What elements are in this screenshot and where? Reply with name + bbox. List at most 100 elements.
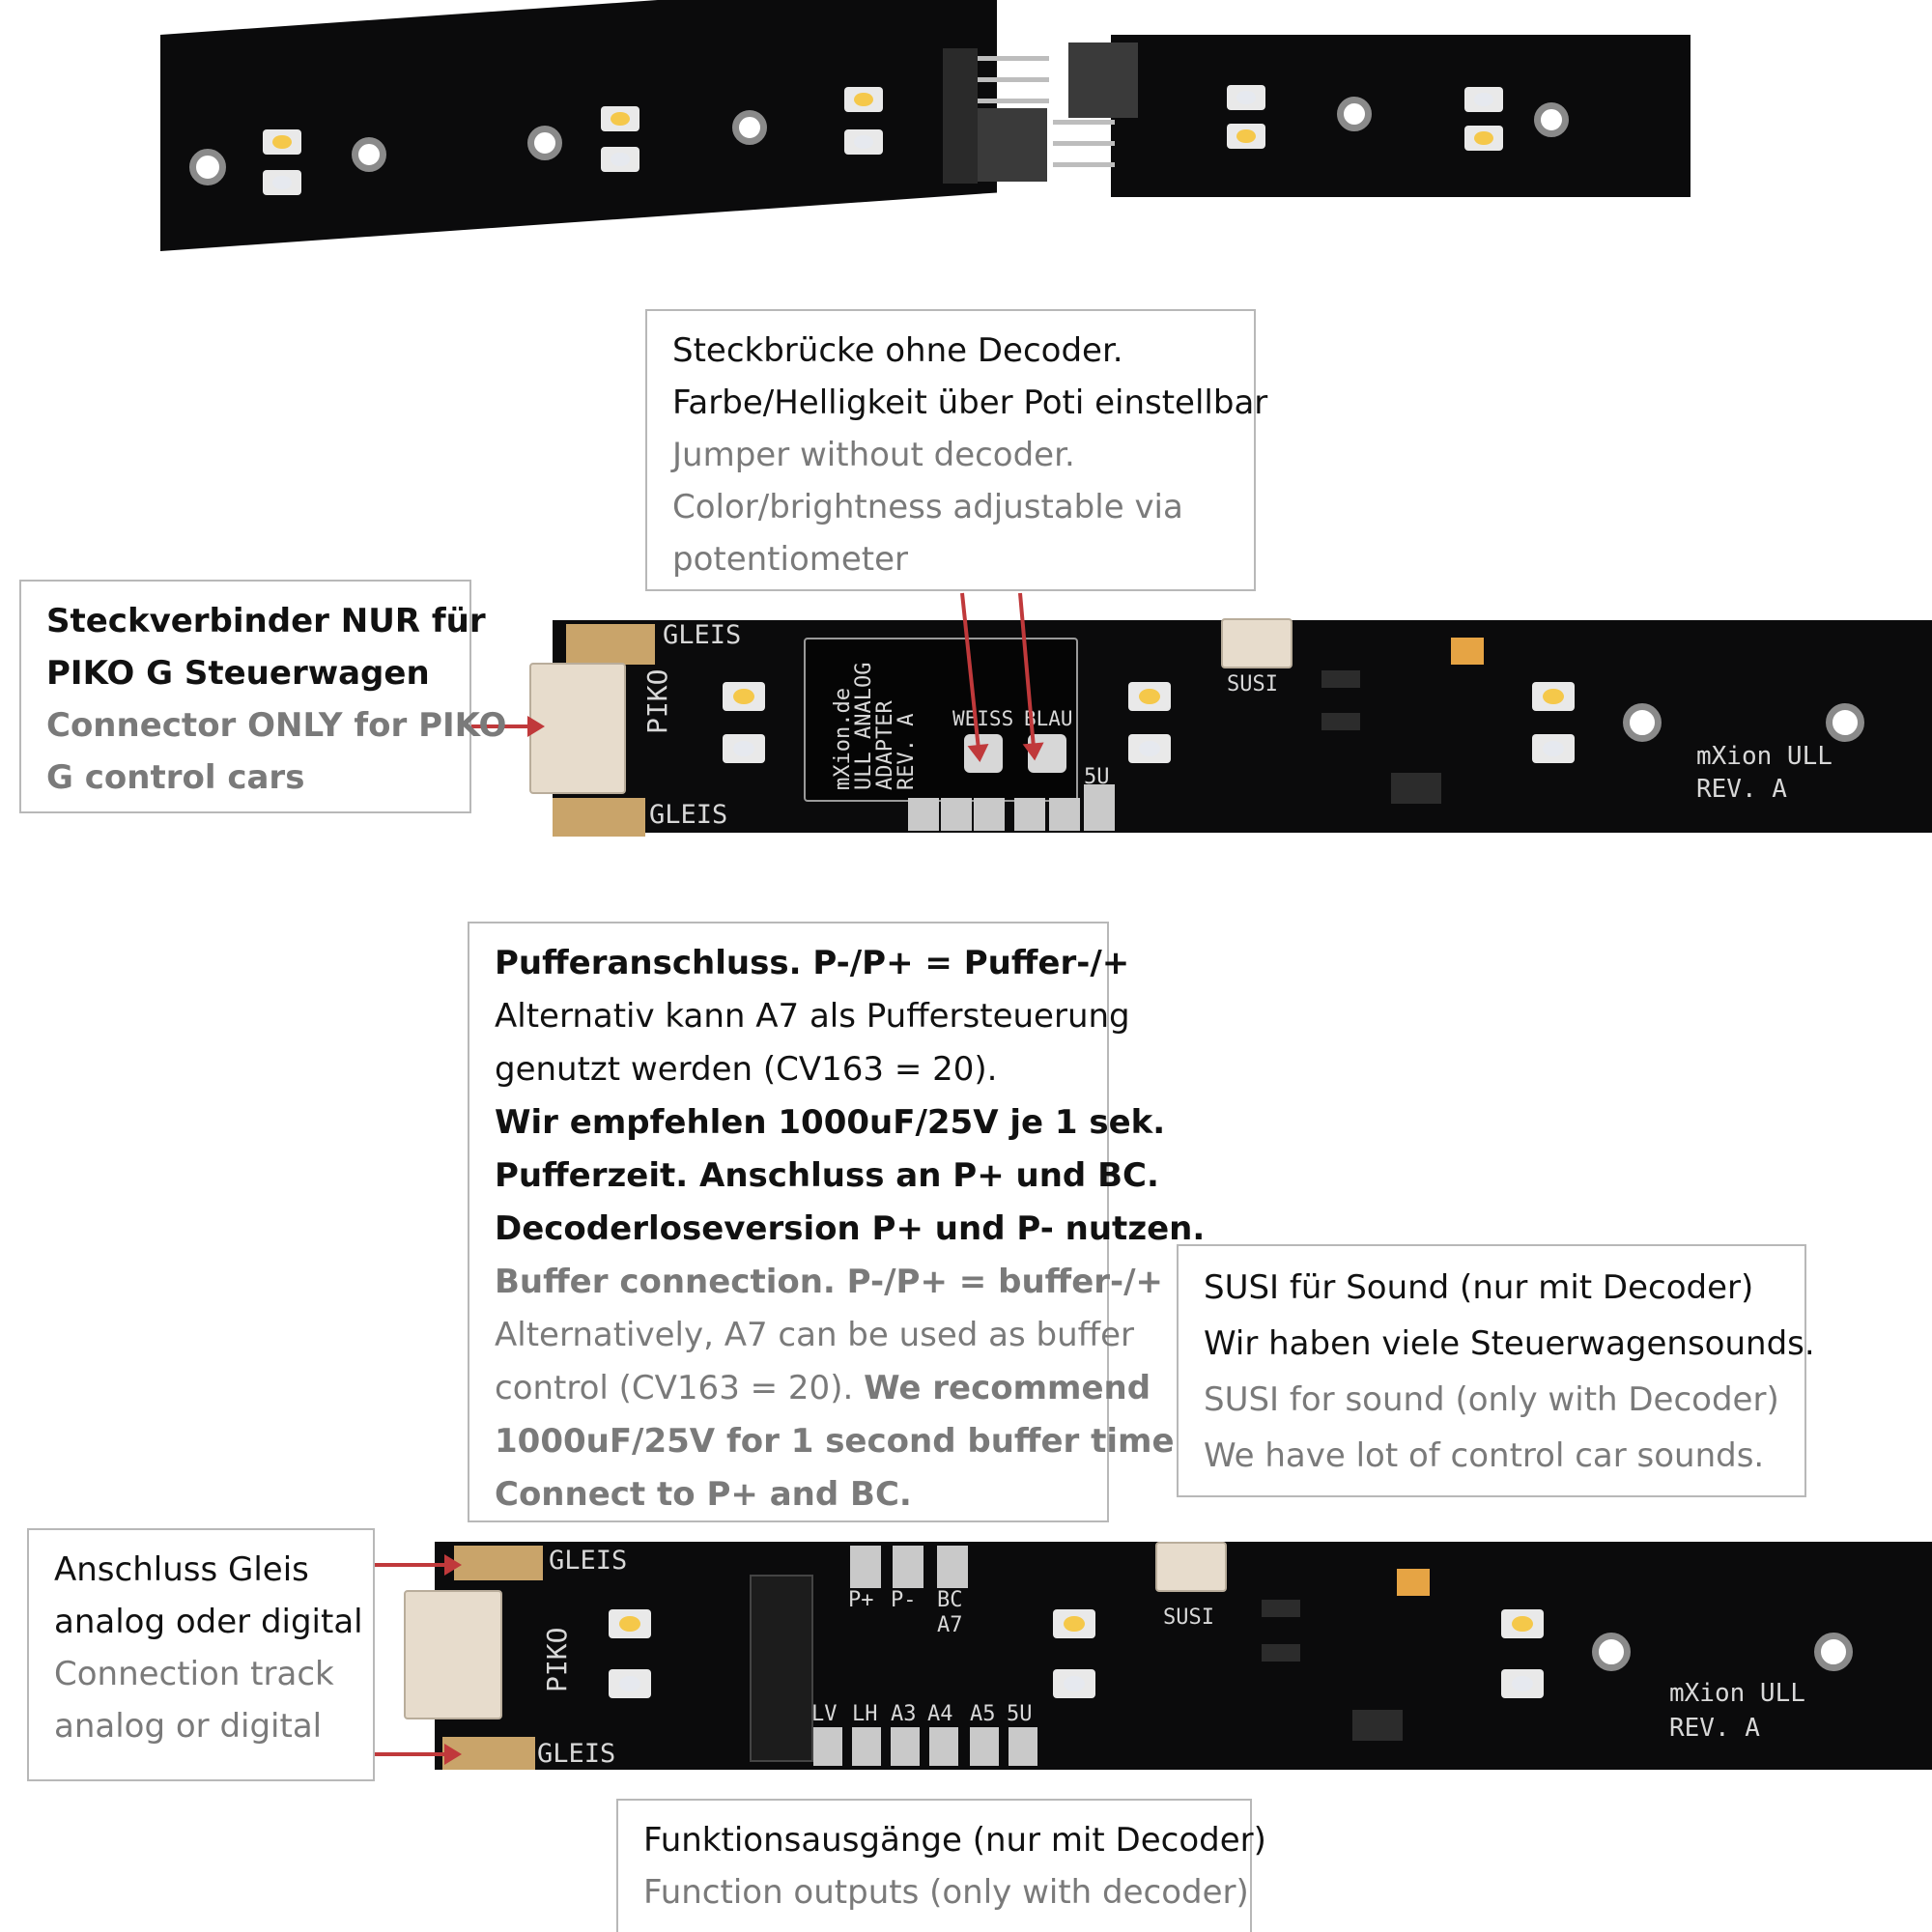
gleis-label-bottom: GLEIS xyxy=(649,800,728,830)
function-pad-a5 xyxy=(970,1727,999,1766)
track-en-line-1: Connection track xyxy=(54,1655,334,1693)
pad-label-bc: BC xyxy=(937,1588,963,1612)
functions-callout: Funktionsausgänge (nur mit Decoder) Func… xyxy=(616,1799,1266,1932)
jumper-de-line-2: Farbe/Helligkeit über Poti einstellbar xyxy=(672,384,1268,422)
piko-plug-connector xyxy=(529,663,626,794)
pad-label-a4: A4 xyxy=(927,1702,953,1726)
header-pin xyxy=(1053,162,1115,167)
cool-led xyxy=(1464,87,1503,112)
buffer-de-heading: Pufferanschluss. P-/P+ = Puffer-/+ xyxy=(495,944,1130,982)
track-callout: Anschluss Gleis analog oder digital Conn… xyxy=(27,1528,375,1781)
arrow-to-track-pad-top xyxy=(375,1554,462,1576)
track-de-line-1: Anschluss Gleis xyxy=(54,1550,309,1589)
jumper-de-line-1: Steckbrücke ohne Decoder. xyxy=(672,331,1123,370)
cool-led xyxy=(263,170,301,195)
mount-hole xyxy=(1592,1633,1631,1671)
susi-connector xyxy=(1155,1542,1227,1592)
piko-label: PIKO xyxy=(641,668,673,734)
jumper-en-line-2: Color/brightness adjustable via xyxy=(672,488,1183,526)
jumper-en-line-3: potentiometer xyxy=(672,540,909,579)
track-en-line-2: analog or digital xyxy=(54,1707,323,1746)
pad-label-5v: 5U xyxy=(1007,1702,1033,1726)
warm-led xyxy=(1053,1609,1095,1638)
function-pad-lv xyxy=(813,1727,842,1766)
arrow-to-track-pad-bottom xyxy=(375,1744,462,1765)
cool-led xyxy=(1128,734,1171,763)
buffer-en-cv-text: control (CV163 = 20). xyxy=(495,1369,854,1407)
gleis-label-top: GLEIS xyxy=(549,1546,628,1576)
warm-led xyxy=(1532,682,1575,711)
track-pad-top xyxy=(566,624,655,665)
cool-led xyxy=(1501,1669,1544,1698)
top-led-strip-left xyxy=(160,0,997,251)
track-pad-top xyxy=(454,1546,543,1580)
gleis-label-top: GLEIS xyxy=(663,620,742,650)
warm-led xyxy=(263,129,301,155)
pad-label-p-plus: P+ xyxy=(848,1588,874,1612)
pin-header-female xyxy=(978,108,1047,182)
susi-de-line-1: SUSI für Sound (nur mit Decoder) xyxy=(1204,1268,1754,1307)
susi-label: SUSI xyxy=(1163,1605,1214,1630)
header-pin xyxy=(978,77,1049,82)
smd-component xyxy=(1391,773,1441,804)
cool-led xyxy=(601,147,639,172)
piko-plug-connector xyxy=(404,1590,502,1719)
pad-label-lh: LH xyxy=(852,1702,878,1726)
buffer-en-recommend: We recommend xyxy=(864,1369,1151,1407)
mount-hole xyxy=(352,137,386,172)
buffer-de-line-2: genutzt werden (CV163 = 20). xyxy=(495,1050,998,1089)
mount-hole xyxy=(189,149,226,185)
header-pin xyxy=(978,99,1049,103)
function-pad xyxy=(1084,784,1115,831)
buffer-de-recommend-3: Decoderloseversion P+ und P- nutzen. xyxy=(495,1209,1206,1248)
piko-de-line-2: PIKO G Steuerwagen xyxy=(46,654,430,693)
header-pin xyxy=(978,56,1049,61)
function-pad-lh xyxy=(852,1727,881,1766)
arrow-to-piko-connector xyxy=(471,716,545,737)
buffer-en-line-2: control (CV163 = 20). We recommend xyxy=(495,1362,1151,1415)
susi-en-line-2: We have lot of control car sounds. xyxy=(1204,1436,1765,1475)
pad-label-lv: LV xyxy=(811,1702,838,1726)
header-pin xyxy=(1053,120,1115,125)
pad-label-a3: A3 xyxy=(891,1702,917,1726)
piko-en-line-2: G control cars xyxy=(46,758,305,797)
piko-label: PIKO xyxy=(541,1627,573,1692)
smd-component xyxy=(1321,670,1360,688)
buffer-pad-bc xyxy=(937,1546,968,1588)
buffer-de-recommend-2: Pufferzeit. Anschluss an P+ und BC. xyxy=(495,1156,1159,1195)
capacitor xyxy=(1397,1569,1430,1596)
revision-label: REV. A xyxy=(1696,775,1787,804)
warm-led xyxy=(609,1609,651,1638)
cool-led xyxy=(844,129,883,155)
warm-led xyxy=(1227,124,1265,149)
function-pad xyxy=(941,798,972,831)
warm-led xyxy=(1501,1609,1544,1638)
decoder-socket xyxy=(750,1575,813,1762)
smd-component xyxy=(1262,1644,1300,1662)
smd-component xyxy=(1321,713,1360,730)
capacitor xyxy=(1451,638,1484,665)
function-pad xyxy=(908,798,939,831)
mount-hole xyxy=(1337,97,1372,131)
warm-led xyxy=(1464,126,1503,151)
cool-led xyxy=(723,734,765,763)
jumper-callout: Steckbrücke ohne Decoder. Farbe/Helligke… xyxy=(645,309,1268,591)
mount-hole xyxy=(1534,102,1569,137)
pad-label-p-minus: P- xyxy=(891,1588,917,1612)
buffer-pad-p-minus xyxy=(893,1546,923,1588)
buffer-pad-p-plus xyxy=(850,1546,881,1588)
mount-hole xyxy=(1623,703,1662,742)
piko-de-line-1: Steckverbinder NUR für xyxy=(46,602,486,640)
functions-de-line: Funktionsausgänge (nur mit Decoder) xyxy=(643,1821,1266,1860)
function-pad-5v xyxy=(1009,1727,1037,1766)
warm-led xyxy=(844,87,883,112)
buffer-en-recommend-3: Connect to P+ and BC. xyxy=(495,1475,912,1514)
track-de-line-2: analog oder digital xyxy=(54,1603,363,1641)
top-led-strip-right xyxy=(1111,35,1690,197)
mount-hole xyxy=(527,126,562,160)
pad-label-a5: A5 xyxy=(970,1702,996,1726)
cool-led xyxy=(609,1669,651,1698)
piko-en-line-1: Connector ONLY for PIKO xyxy=(46,706,507,745)
mount-hole xyxy=(1814,1633,1853,1671)
gleis-label-bottom: GLEIS xyxy=(537,1739,616,1769)
